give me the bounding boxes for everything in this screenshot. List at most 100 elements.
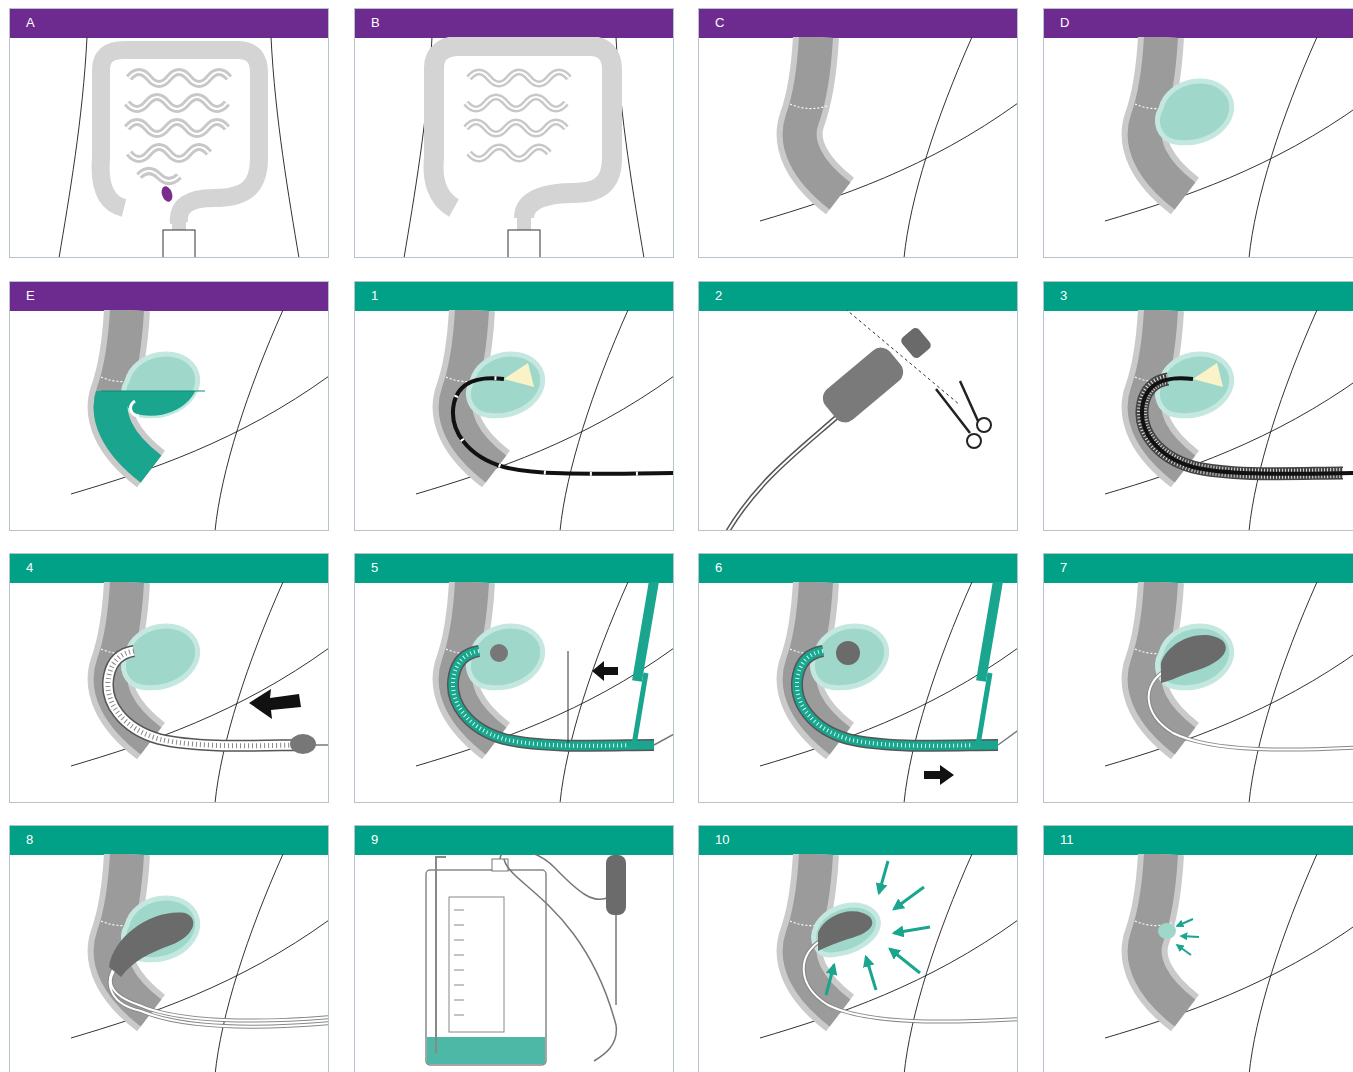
fluid-level: [101, 391, 205, 392]
scissors-blades: [936, 381, 978, 433]
panel-header: 6: [699, 554, 1017, 583]
leak-cavity: [123, 898, 197, 960]
pusher-handle: [981, 582, 998, 681]
pelvis-scene: [1105, 582, 1353, 802]
direction-arrow: [924, 765, 954, 785]
scissors-handle: [977, 418, 991, 432]
healing-arrows: [1177, 919, 1199, 955]
panel-header: B: [355, 9, 673, 38]
panel-header: 8: [10, 826, 328, 855]
leak-cavity: [812, 626, 886, 688]
rectum: [172, 213, 186, 236]
step-panel: 10: [698, 825, 1018, 1072]
sponge: [818, 911, 872, 951]
small-intestine: [127, 72, 229, 181]
drain-tube: [110, 957, 328, 1027]
pelvis-scene: [71, 854, 328, 1072]
pusher-stem: [973, 673, 998, 745]
small-intestine: [466, 72, 569, 159]
step-label: 4: [26, 560, 33, 575]
panel-header: 9: [355, 826, 673, 855]
rectum: [790, 582, 840, 741]
rectum: [101, 854, 151, 1013]
panel-header: 1: [355, 282, 673, 311]
step-panel: 1: [354, 281, 674, 531]
step-panel: B: [354, 8, 674, 258]
sponge-cutting: [728, 310, 991, 530]
scissors-handle: [967, 434, 981, 448]
pelvis-scene: [760, 582, 1017, 802]
step-panel: 4: [9, 553, 329, 803]
scale-marks: [454, 910, 464, 1015]
step-panel: 2: [698, 281, 1018, 531]
canister: [426, 870, 546, 1065]
pusher: [453, 651, 654, 746]
small-intestine-inner: [127, 72, 229, 181]
step-label: 10: [715, 832, 729, 847]
panel-header: 10: [699, 826, 1017, 855]
vacuum-unit: [426, 854, 626, 1065]
overtube: [1142, 379, 1343, 474]
endoscope: [1142, 378, 1353, 474]
pusher-marks: [797, 651, 998, 746]
rectum: [517, 213, 531, 236]
overtube: [797, 651, 998, 746]
pelvis-scene: [1105, 310, 1353, 530]
body-outline: [416, 582, 673, 802]
step-panel: D: [1043, 8, 1353, 258]
body-outline: [760, 37, 1017, 257]
pelvis-scene: [1105, 854, 1353, 1072]
sponge: [836, 641, 860, 665]
panel-header: 2: [699, 282, 1017, 311]
cap: [492, 859, 508, 871]
fistula: [131, 401, 139, 416]
leak-cavity: [123, 626, 197, 688]
step-label: 5: [371, 560, 378, 575]
contrast-fluid: [10, 391, 328, 530]
body-outline: [1105, 310, 1353, 530]
sponge-tube: [615, 915, 617, 1005]
rectum: [790, 37, 840, 196]
step-label: 9: [371, 832, 378, 847]
leak-cavity: [468, 626, 542, 688]
drain-tube: [309, 744, 328, 746]
drain-tube: [1149, 671, 1353, 750]
drain-tube: [998, 729, 1017, 745]
drain-tube: [654, 733, 673, 745]
step-label: 3: [1060, 288, 1067, 303]
pipe: [436, 857, 446, 1053]
panel-header: 7: [1044, 554, 1353, 583]
panel-header: 5: [355, 554, 673, 583]
body-outline: [416, 310, 673, 530]
suction-arrows: [826, 861, 930, 995]
panel-header: C: [699, 9, 1017, 38]
step-panel: E: [9, 281, 329, 531]
step-panel: 7: [1043, 553, 1353, 803]
overtube: [108, 651, 309, 746]
drain-tube: [500, 854, 616, 1061]
step-panel: 3: [1043, 281, 1353, 531]
endoscope-marks: [453, 378, 673, 474]
panel-header: D: [1044, 9, 1353, 38]
rectum: [1135, 854, 1185, 1013]
rectum: [1135, 310, 1185, 469]
pusher-stem: [629, 673, 654, 745]
step-label: 7: [1060, 560, 1067, 575]
pelvis-scene: [760, 854, 1017, 1072]
leak: [160, 185, 175, 203]
tube: [508, 230, 540, 257]
leak-cavity: [1157, 354, 1231, 416]
rectum: [101, 582, 151, 741]
sponge: [606, 855, 626, 915]
drain-tube-inner: [110, 957, 328, 1027]
panel-header: 11: [1044, 826, 1353, 855]
overtube: [453, 651, 654, 746]
marker-line: [568, 651, 569, 743]
sponge: [490, 644, 508, 662]
sponge: [1161, 635, 1226, 683]
leak-cavity: [1157, 81, 1231, 143]
rectum: [1135, 37, 1185, 196]
step-panel: C: [698, 8, 1018, 258]
sponge: [290, 734, 316, 754]
overtube-inner: [108, 651, 309, 746]
